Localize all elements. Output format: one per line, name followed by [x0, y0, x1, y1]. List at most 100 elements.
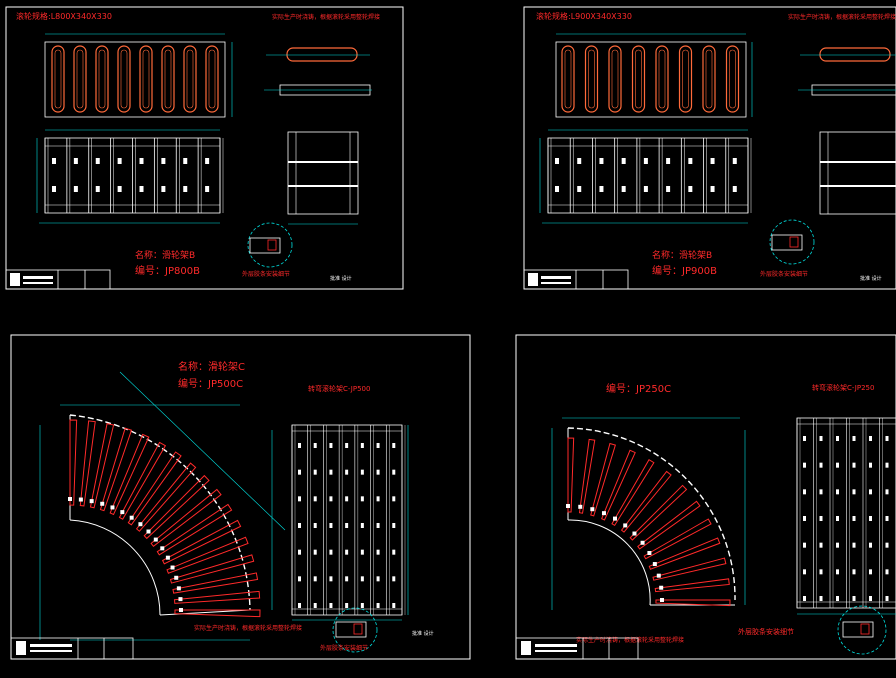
frame-elevation-view: [539, 129, 752, 224]
sheet-border: [523, 6, 896, 290]
roller: [678, 45, 693, 113]
title-block: [515, 637, 639, 660]
slot: [732, 158, 737, 164]
roller: [73, 45, 87, 113]
hole: [298, 469, 301, 475]
hole: [329, 496, 333, 502]
slot: [139, 186, 144, 192]
title-block: [10, 637, 134, 660]
curved-roller: [161, 519, 242, 565]
slot: [621, 186, 626, 192]
hole: [298, 496, 301, 502]
hole: [869, 596, 872, 601]
title-block: [523, 269, 629, 290]
hole: [345, 549, 349, 555]
detail-circle: [332, 607, 378, 653]
curved-roller: [127, 451, 182, 526]
slot: [139, 158, 144, 164]
hole: [803, 462, 806, 468]
curved-roller: [109, 433, 150, 516]
part-code: 编号：JP900B: [652, 264, 717, 277]
hole: [392, 603, 396, 608]
hole: [329, 469, 333, 475]
slot: [52, 158, 56, 164]
slot: [161, 158, 166, 164]
hole: [869, 542, 872, 548]
curved-roller: [173, 590, 261, 604]
hole: [392, 496, 396, 502]
roller: [702, 45, 716, 113]
roller: [183, 45, 197, 113]
curved-roller: [601, 449, 636, 521]
part-code: 编号：JP500C: [178, 377, 243, 390]
roller-layout-table: [796, 417, 896, 615]
curved-roller: [654, 578, 730, 593]
hole: [329, 576, 333, 582]
hole: [313, 549, 317, 555]
hole: [885, 542, 889, 548]
hole: [376, 496, 380, 502]
hole: [392, 443, 396, 448]
hole: [313, 496, 317, 502]
hole: [819, 542, 823, 548]
company-logo-icon: [16, 641, 26, 655]
roller: [117, 45, 131, 113]
footer-signoff: 批准 设计: [330, 275, 352, 282]
hole: [803, 542, 806, 548]
curved-roller: [578, 438, 596, 514]
dims-header: 滚轮规格:L900X340X330: [536, 11, 632, 21]
slot: [161, 186, 166, 192]
end-view: [287, 131, 359, 225]
curved-roller: [611, 459, 655, 527]
curved-roller: [637, 500, 701, 550]
slot: [666, 158, 671, 164]
hole: [298, 443, 301, 448]
slot: [688, 186, 693, 192]
roller-plan-view: [555, 33, 753, 118]
hole: [803, 489, 806, 495]
hole: [345, 523, 349, 528]
slot: [205, 158, 210, 164]
table-title: 转弯滚轮架C-JP250: [812, 383, 874, 392]
footer-signoff: 批准 设计: [860, 275, 882, 282]
slot: [710, 158, 715, 164]
frame-elevation-view: [36, 129, 224, 224]
roller-plan-view: [44, 33, 233, 118]
hole: [885, 436, 889, 441]
roller: [584, 45, 599, 113]
slot: [555, 186, 559, 192]
hole: [885, 516, 889, 521]
hole: [376, 469, 380, 475]
hole: [836, 489, 839, 495]
hole: [803, 436, 806, 441]
roller-layout-table: [291, 424, 409, 621]
hole: [329, 523, 333, 528]
hole: [329, 443, 333, 448]
hole: [885, 489, 889, 495]
sheet-border: [515, 334, 896, 660]
hole: [313, 576, 317, 582]
curved-roller: [118, 441, 167, 520]
production-note: 实际生产时浇铸，根据滚轮采用整轮焊接: [788, 13, 896, 21]
end-view: [819, 131, 896, 215]
curved-roller: [643, 518, 712, 560]
hole: [392, 523, 396, 528]
curved-roller: [89, 423, 115, 509]
sheet-border: [5, 6, 404, 290]
hole: [392, 469, 396, 475]
slot: [183, 158, 188, 164]
hole: [360, 469, 364, 475]
part-name: 名称：滑轮架B: [652, 249, 712, 261]
hole: [376, 576, 380, 582]
hole: [313, 443, 317, 448]
hole: [885, 596, 889, 601]
hole: [819, 516, 823, 521]
curved-roller: [652, 557, 727, 581]
hole: [819, 436, 823, 441]
roller: [95, 45, 109, 113]
roller: [655, 45, 669, 113]
hole: [836, 569, 839, 575]
slot: [95, 158, 100, 164]
hole: [345, 603, 349, 608]
hole: [885, 569, 889, 575]
